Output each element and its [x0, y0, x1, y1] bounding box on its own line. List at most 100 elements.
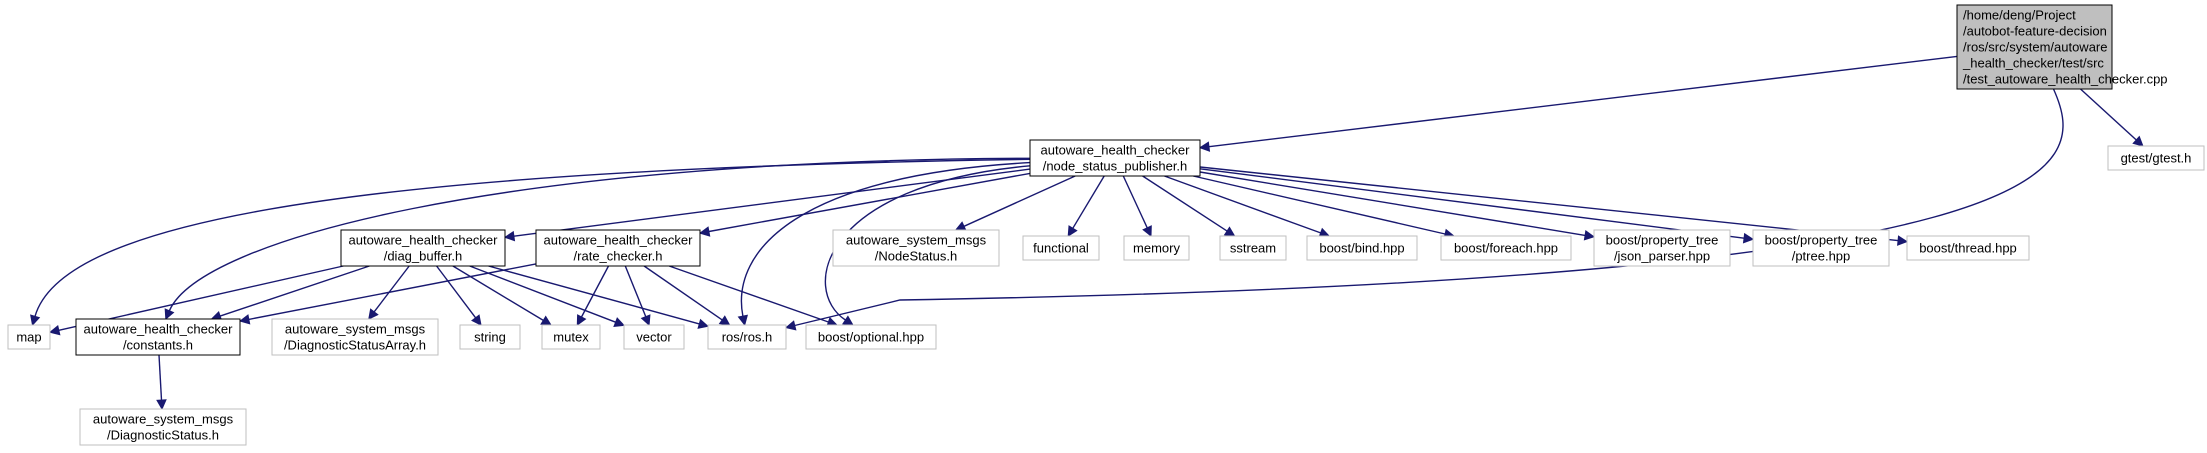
node-dsa[interactable]: autoware_system_msgs/DiagnosticStatusArr…	[271, 318, 439, 356]
node-bind[interactable]: boost/bind.hpp	[1306, 235, 1418, 261]
arrowhead-diag-to-string	[471, 314, 482, 326]
node-constants-box	[75, 318, 241, 356]
edge-diag-to-string	[436, 265, 477, 319]
node-nsp[interactable]: autoware_health_checker/node_status_publ…	[1029, 139, 1201, 177]
node-optional-label-line: boost/optional.hpp	[818, 330, 924, 345]
node-rate[interactable]: autoware_health_checker/rate_checker.h	[535, 229, 701, 267]
node-thread-box	[1906, 235, 2030, 261]
node-vector-box	[623, 324, 685, 350]
arrowhead-nsp-to-json	[1583, 230, 1596, 241]
edge-rate-to-vector	[624, 265, 647, 317]
node-ds-label-line: autoware_system_msgs	[93, 412, 234, 427]
node-mutex-box	[541, 324, 601, 350]
node-nodestatus[interactable]: autoware_system_msgs/NodeStatus.h	[832, 229, 1000, 267]
node-foreach-label-line: boost/foreach.hpp	[1454, 241, 1558, 256]
node-memory-box	[1123, 235, 1190, 261]
node-vector-label-line: vector	[636, 330, 672, 345]
arrowhead-diag-to-map	[48, 325, 61, 336]
arrowhead-nsp-to-ptree	[1742, 232, 1755, 244]
node-sstream-label-line: sstream	[1230, 241, 1276, 256]
arrowhead-root-to-nsp	[1198, 141, 1211, 152]
arrowhead-nsp-to-optional	[842, 315, 854, 326]
arrowhead-nsp-to-ros	[737, 314, 748, 327]
node-nsp-box	[1029, 139, 1201, 177]
node-mutex[interactable]: mutex	[541, 324, 601, 350]
node-string[interactable]: string	[459, 324, 521, 350]
edge-nsp-to-thread	[1199, 166, 1899, 242]
node-ros-label-line: ros/ros.h	[722, 330, 773, 345]
arrowhead-diag-to-ros	[697, 318, 710, 329]
node-foreach[interactable]: boost/foreach.hpp	[1440, 235, 1572, 261]
node-vector[interactable]: vector	[623, 324, 685, 350]
node-map-label-line: map	[16, 330, 41, 345]
arrowhead-constants-to-ds	[156, 399, 167, 411]
edge-diag-to-mutex	[452, 265, 544, 321]
node-ptree-box	[1752, 229, 1890, 267]
node-sstream-box	[1219, 235, 1287, 261]
arrowhead-nsp-to-functional	[1067, 225, 1078, 237]
edge-rate-to-optional	[668, 265, 829, 323]
arrowhead-nsp-to-nodestatus	[954, 221, 967, 231]
arrowhead-diag-to-dsa	[368, 308, 379, 320]
arrowhead-root-to-gtest	[2132, 135, 2144, 147]
node-memory[interactable]: memory	[1123, 235, 1190, 261]
node-nsp-label-line: /node_status_publisher.h	[1043, 159, 1188, 174]
edge-constants-to-ds	[158, 354, 163, 401]
node-functional-box	[1022, 235, 1100, 261]
node-constants-label-line: autoware_health_checker	[84, 322, 234, 337]
node-ds-box	[79, 408, 247, 446]
node-ptree[interactable]: boost/property_tree/ptree.hpp	[1752, 229, 1890, 267]
node-diag-label-line: autoware_health_checker	[349, 233, 499, 248]
arrowhead-rate-to-vector	[640, 314, 651, 327]
node-sstream[interactable]: sstream	[1219, 235, 1287, 261]
node-gtest[interactable]: gtest/gtest.h	[2107, 145, 2205, 171]
arrowhead-nsp-to-map	[30, 314, 41, 327]
arrowhead-root-to-ros	[784, 320, 797, 331]
node-nodestatus-label-line: /NodeStatus.h	[875, 249, 957, 264]
node-nsp-label-line: autoware_health_checker	[1041, 143, 1191, 158]
node-gtest-box	[2107, 145, 2205, 171]
arrowhead-nsp-to-memory	[1142, 225, 1152, 238]
node-map[interactable]: map	[7, 324, 51, 350]
node-ros-box	[707, 324, 787, 350]
node-root-label-line: /ros/src/system/autoware	[1963, 40, 2108, 55]
edge-nsp-to-rate	[708, 172, 1031, 233]
node-rate-label-line: autoware_health_checker	[544, 233, 694, 248]
node-constants[interactable]: autoware_health_checker/constants.h	[75, 318, 241, 356]
edge-root-to-nsp	[1208, 55, 1958, 148]
edge-root-to-gtest	[2080, 88, 2137, 141]
edge-nsp-to-sstream	[1142, 175, 1228, 232]
node-map-box	[7, 324, 51, 350]
arrowhead-nsp-to-sstream	[1223, 226, 1236, 237]
node-ros[interactable]: ros/ros.h	[707, 324, 787, 350]
node-diag-label-line: /diag_buffer.h	[384, 249, 463, 264]
edge-rate-to-constants	[248, 263, 537, 321]
edge-nsp-to-ros	[740, 161, 1031, 317]
node-json-label-line: boost/property_tree	[1606, 233, 1719, 248]
node-thread[interactable]: boost/thread.hpp	[1906, 235, 2030, 261]
node-json-label-line: /json_parser.hpp	[1614, 249, 1710, 264]
edge-rate-to-mutex	[580, 265, 610, 318]
node-root[interactable]: /home/deng/Project/autobot-feature-decis…	[1956, 4, 2168, 90]
edge-rate-to-ros	[643, 265, 723, 321]
edge-nsp-to-ptree	[1199, 168, 1745, 239]
node-gtest-label-line: gtest/gtest.h	[2121, 151, 2192, 166]
node-root-label-line: _health_checker/test/src	[1962, 56, 2104, 71]
node-memory-label-line: memory	[1133, 241, 1180, 256]
node-json-box	[1593, 229, 1731, 267]
node-rate-label-line: /rate_checker.h	[574, 249, 663, 264]
edge-diag-to-dsa	[373, 265, 410, 313]
node-functional-label-line: functional	[1033, 241, 1089, 256]
edge-nsp-to-memory	[1122, 175, 1148, 229]
node-root-box	[1956, 4, 2113, 90]
node-dsa-label-line: /DiagnosticStatusArray.h	[284, 338, 426, 353]
node-ds[interactable]: autoware_system_msgs/DiagnosticStatus.h	[79, 408, 247, 446]
arrowhead-diag-to-mutex	[540, 315, 552, 326]
edge-nsp-to-bind	[1164, 175, 1321, 234]
node-diag[interactable]: autoware_health_checker/diag_buffer.h	[340, 229, 506, 267]
node-bind-box	[1306, 235, 1418, 261]
node-optional[interactable]: boost/optional.hpp	[805, 324, 937, 350]
node-functional[interactable]: functional	[1022, 235, 1100, 261]
node-json[interactable]: boost/property_tree/json_parser.hpp	[1593, 229, 1731, 267]
node-dsa-label-line: autoware_system_msgs	[285, 322, 426, 337]
